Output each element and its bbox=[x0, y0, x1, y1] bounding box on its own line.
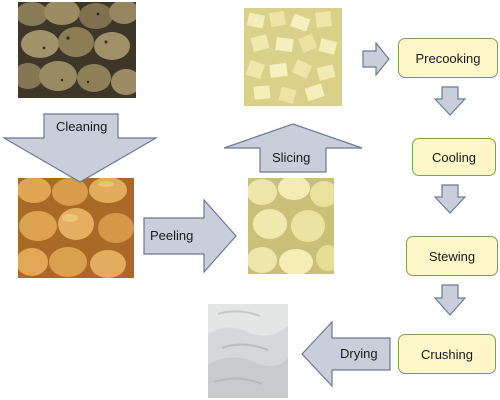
cleaned-potatoes-image bbox=[18, 178, 134, 278]
cleaning-label: Cleaning bbox=[56, 119, 108, 134]
to-precooking-arrow bbox=[362, 42, 390, 76]
sliced-potatoes-image bbox=[244, 8, 342, 106]
cooling-to-stewing-arrow bbox=[434, 184, 466, 214]
step-stewing: Stewing bbox=[406, 236, 498, 276]
peeling-label: Peeling bbox=[150, 228, 194, 243]
potato-flour-image bbox=[208, 304, 288, 398]
step-crushing: Crushing bbox=[398, 334, 496, 374]
cleaning-arrow: Cleaning bbox=[0, 112, 160, 184]
drying-arrow: Drying bbox=[300, 320, 392, 388]
stewing-to-crushing-arrow bbox=[434, 284, 466, 316]
step-precooking: Precooking bbox=[398, 38, 498, 78]
peeling-arrow: Peeling bbox=[142, 198, 238, 274]
precooking-to-cooling-arrow bbox=[434, 86, 466, 116]
step-cooling: Cooling bbox=[412, 138, 496, 176]
drying-label: Drying bbox=[340, 346, 378, 361]
peeled-potatoes-image bbox=[248, 178, 334, 274]
slicing-arrow: Slicing bbox=[222, 122, 364, 174]
slicing-label: Slicing bbox=[272, 150, 311, 165]
raw-potatoes-image bbox=[18, 2, 136, 98]
